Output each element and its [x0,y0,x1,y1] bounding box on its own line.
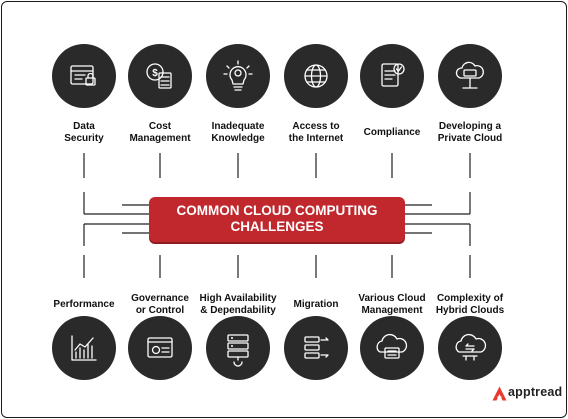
svg-text:$: $ [152,68,158,79]
data-security-icon [70,65,96,86]
high-availability-server-icon [227,334,249,367]
top-label-4-line1: Access to [292,121,340,132]
bottom-node-3 [206,316,270,380]
top-node-4 [284,44,348,108]
bottom-node-4 [284,316,348,380]
top-label-4: Access to the Internet [268,121,364,145]
top-label-6: Developing a Private Cloud [422,121,518,145]
brand-name: apptread [508,385,563,399]
top-label-3-line1: Inadequate [211,121,265,132]
center-title: COMMON CLOUD COMPUTING CHALLENGES [149,203,405,235]
cost-management-icon: $ [146,63,172,89]
bottom-node-2 [128,316,192,380]
top-label-1-line1: Data [73,121,95,132]
bottom-label-2: Governance or Control [112,293,208,317]
bottom-label-1: Performance [36,299,132,311]
top-label-6-line2: Private Cloud [437,133,503,144]
performance-chart-icon [71,335,97,361]
top-label-6-line1: Developing a [438,121,502,132]
knowledge-bulb-icon [223,60,253,91]
connector-lines [83,153,471,278]
center-title-line1: COMMON CLOUD COMPUTING [176,203,378,218]
center-title-box: COMMON CLOUD COMPUTING CHALLENGES [149,197,405,242]
center-title-line2: CHALLENGES [230,219,324,234]
top-node-1 [52,44,116,108]
top-label-2: Cost Management [112,121,208,145]
bottom-label-4-line1: Migration [293,299,339,310]
bottom-label-2-line1: Governance [131,293,189,304]
bottom-label-5-line1: Various Cloud [358,293,426,304]
bottom-label-3: High Availability & Dependability [186,293,290,317]
apptread-logo-icon [492,386,507,401]
hybrid-cloud-icon [455,333,487,361]
top-label-1: Data Security [36,121,132,145]
bottom-label-5: Various Cloud Management [344,293,440,317]
bottom-node-1 [52,316,116,380]
top-node-2: $ [128,44,192,108]
top-node-3 [206,44,270,108]
bottom-label-1-line1: Performance [53,299,115,310]
top-label-2-line2: Management [129,133,191,144]
bottom-node-5 [360,316,424,380]
bottom-label-2-line2: or Control [135,305,185,316]
cloud-management-icon [376,333,408,359]
governance-control-icon [147,337,173,358]
top-label-2-line1: Cost [148,121,172,132]
top-label-3-line2: Knowledge [211,133,265,144]
bottom-label-5-line2: Management [361,305,423,316]
migration-arrows-icon [304,336,329,359]
top-node-6 [438,44,502,108]
bottom-label-6-line1: Complexity of [436,293,504,304]
bottom-label-6-line2: Hybrid Clouds [435,305,505,316]
top-label-1-line2: Security [64,133,104,144]
bottom-label-3-line2: & Dependability [200,305,276,316]
bottom-label-3-line1: High Availability [199,293,277,304]
top-label-4-line2: the Internet [288,133,344,144]
bottom-label-6: Complexity of Hybrid Clouds [422,293,518,317]
bottom-label-4: Migration [268,299,364,311]
private-cloud-icon [455,61,484,89]
bottom-node-6 [438,316,502,380]
internet-globe-icon [304,64,328,88]
top-label-3: Inadequate Knowledge [190,121,286,145]
compliance-document-icon [381,63,405,87]
top-label-5-line1: Compliance [363,127,421,138]
top-label-5: Compliance [344,127,440,139]
top-node-5 [360,44,424,108]
